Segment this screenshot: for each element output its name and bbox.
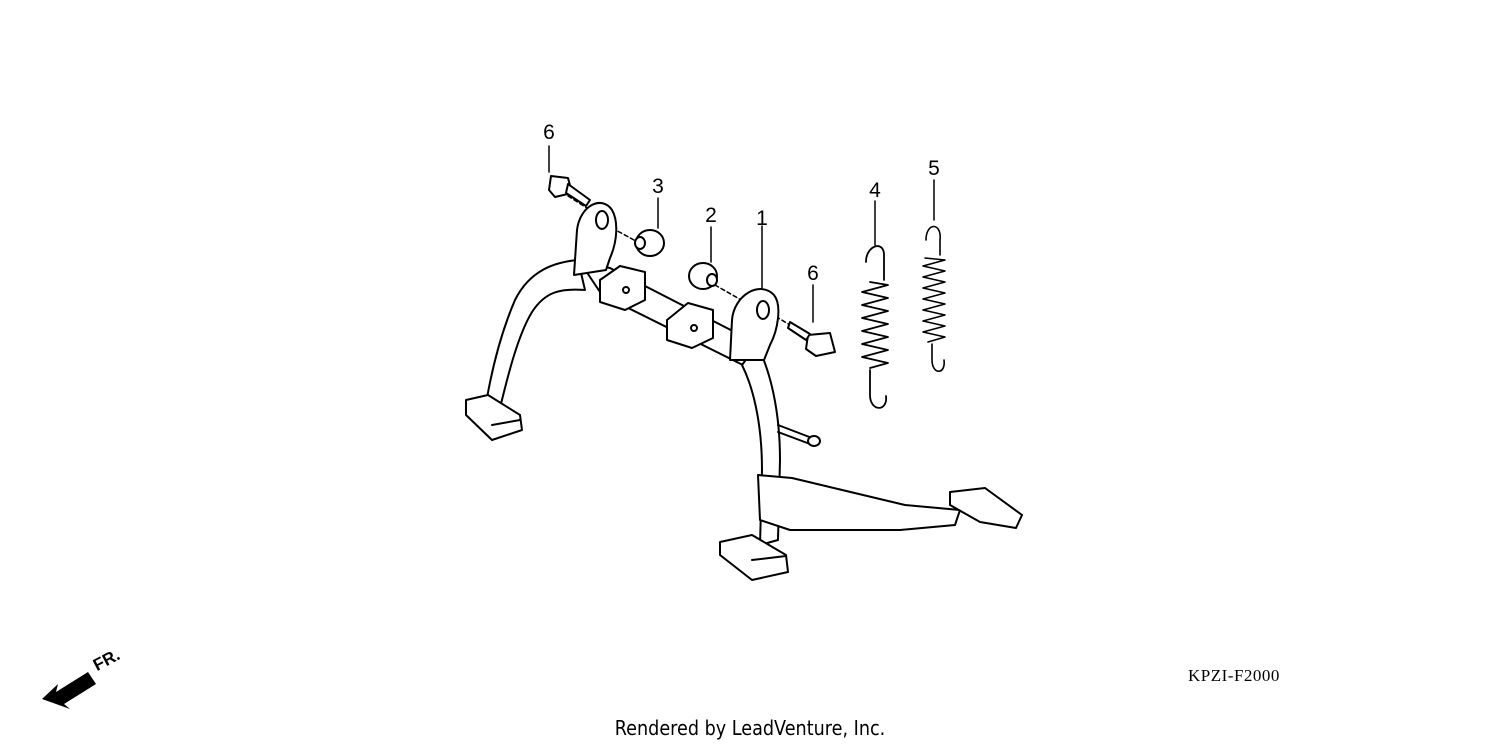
callout-6a: 6	[543, 121, 555, 144]
flange-bolt	[548, 175, 591, 207]
front-arrow-icon	[42, 672, 96, 709]
callout-6b: 6	[807, 262, 819, 285]
callout-4: 4	[869, 179, 881, 202]
credit-text: Rendered by LeadVenture, Inc.	[614, 716, 886, 740]
callout-5: 5	[928, 157, 940, 180]
stand-spring-inner	[922, 225, 946, 373]
collar	[688, 262, 718, 290]
collar	[634, 229, 665, 257]
flange-bolt	[787, 321, 836, 357]
stand-spring-outer	[861, 245, 889, 409]
diagram-code: KPZI-F2000	[1188, 666, 1280, 685]
main-stand	[465, 201, 1023, 581]
callout-3: 3	[652, 175, 664, 198]
callout-2: 2	[705, 204, 717, 227]
callout-1: 1	[756, 207, 768, 230]
